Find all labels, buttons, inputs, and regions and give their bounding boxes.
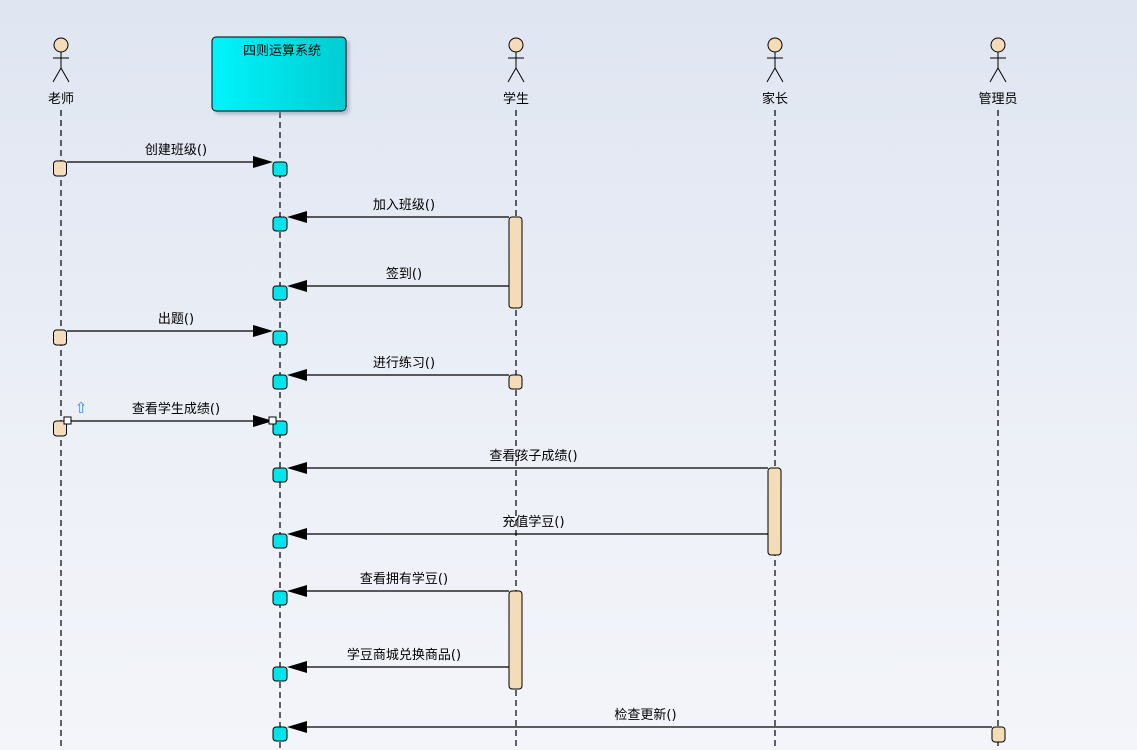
actor-figure-icon[interactable] (766, 37, 784, 83)
system-activation[interactable] (272, 726, 288, 742)
message[interactable]: 签到() (287, 266, 509, 292)
message-label: 出题() (158, 312, 194, 327)
activation-parent-1[interactable] (767, 467, 782, 556)
lifeline-system[interactable]: 四则运算系统 (211, 36, 347, 750)
system-activation[interactable] (272, 374, 288, 390)
message-label: 查看孩子成绩() (489, 448, 577, 464)
activation-teacher-1[interactable] (53, 160, 67, 177)
arrowhead-icon (287, 369, 307, 381)
activation-student-1[interactable] (508, 216, 523, 309)
arrowhead-icon (287, 462, 307, 474)
message[interactable]: 查看学生成绩() ⇧ (63, 399, 277, 427)
system-box[interactable] (211, 36, 347, 112)
actor-name: 学生 (503, 91, 529, 107)
actor-admin[interactable]: 管理员 (978, 37, 1018, 750)
message[interactable]: 加入班级() (287, 198, 509, 223)
message[interactable]: 进行练习() (287, 356, 509, 381)
arrowhead-icon (287, 528, 307, 540)
message[interactable]: 检查更新() (287, 707, 992, 733)
system-activation[interactable] (272, 666, 288, 682)
selection-handle-start[interactable] (63, 416, 72, 425)
message-label: 查看拥有学豆() (360, 571, 448, 587)
message-label: 学豆商城兑换商品() (347, 647, 461, 663)
actor-teacher[interactable]: 老师 (48, 37, 74, 750)
message[interactable]: 学豆商城兑换商品() (287, 647, 509, 673)
message[interactable]: 出题() (67, 312, 273, 337)
actor-name: 老师 (48, 92, 74, 107)
message[interactable]: 查看孩子成绩() (287, 448, 768, 474)
message-label: 进行练习() (373, 356, 435, 371)
system-activation[interactable] (272, 467, 288, 483)
message-label: 查看学生成绩() (132, 401, 220, 417)
message-label: 签到() (386, 266, 422, 282)
actor-name: 家长 (762, 91, 788, 107)
activation-teacher-2[interactable] (53, 329, 67, 346)
activation-student-3[interactable] (508, 590, 523, 690)
arrowhead-icon (253, 415, 273, 427)
arrowhead-icon (287, 280, 307, 292)
actor-figure-icon[interactable] (507, 37, 525, 83)
arrowhead-icon (287, 721, 307, 733)
message[interactable]: 充值学豆() (287, 514, 768, 540)
arrowhead-icon (287, 585, 307, 597)
message-label: 充值学豆() (502, 514, 564, 530)
actor-figure-icon[interactable] (52, 37, 70, 83)
message-label: 加入班级() (373, 198, 435, 213)
activation-admin-1[interactable] (991, 726, 1006, 743)
system-activation[interactable] (272, 161, 288, 177)
arrowhead-icon (287, 661, 307, 673)
message-label: 检查更新() (614, 707, 676, 723)
move-arrow-icon[interactable]: ⇧ (75, 399, 88, 417)
actor-parent[interactable]: 家长 (762, 37, 788, 750)
message[interactable]: 查看拥有学豆() (287, 571, 509, 597)
message[interactable]: 创建班级() (67, 143, 273, 168)
arrowhead-icon (253, 156, 273, 168)
system-activation[interactable] (272, 533, 288, 549)
activation-student-2[interactable] (508, 374, 523, 390)
activation-teacher-3[interactable] (53, 420, 67, 437)
arrowhead-icon (253, 325, 273, 337)
system-activation[interactable] (272, 216, 288, 232)
system-activation[interactable] (272, 285, 288, 301)
system-activation[interactable] (272, 590, 288, 606)
actor-figure-icon[interactable] (989, 37, 1007, 83)
message-label: 创建班级() (145, 143, 207, 158)
selection-handle-end[interactable] (268, 416, 277, 425)
system-activation[interactable] (272, 330, 288, 346)
actor-activations (53, 160, 1006, 743)
actor-name: 管理员 (978, 92, 1017, 107)
arrowhead-icon (287, 211, 307, 223)
system-box-label: 四则运算系统 (243, 44, 321, 59)
